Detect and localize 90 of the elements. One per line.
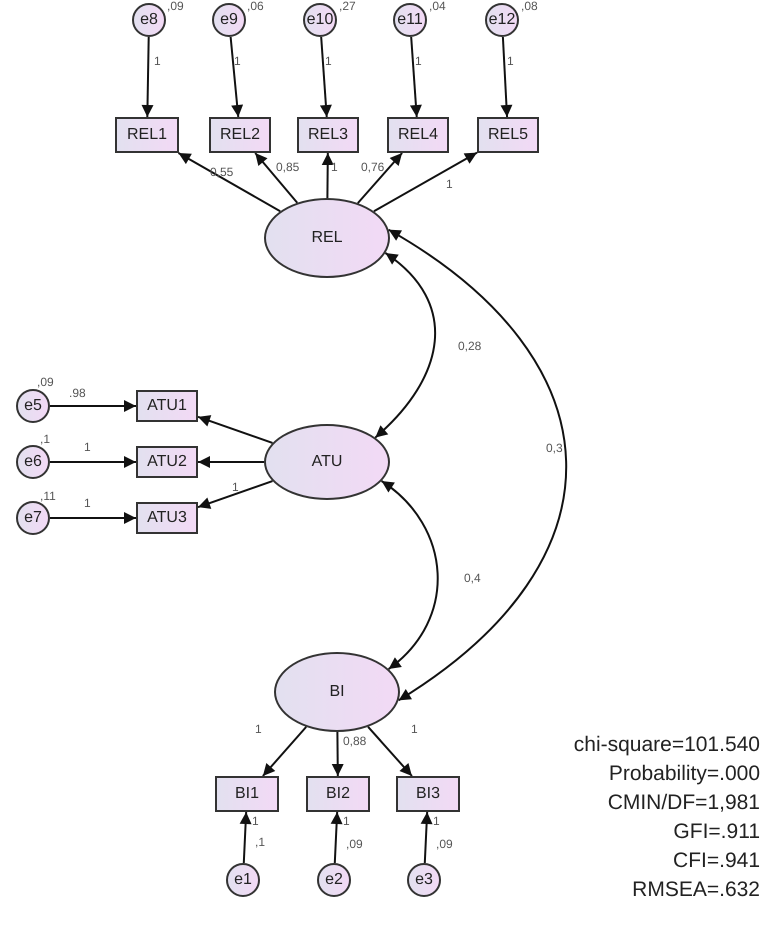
fit-statistic: RMSEA=.632 [632,878,760,902]
indicator-box: REL2 [209,117,271,153]
path-arrow [198,415,273,444]
edge-label: 1 [325,55,332,68]
edge-label: 0,88 [343,735,366,748]
path-arrow [332,732,344,776]
error-circle: e3 [407,863,441,897]
fit-statistic: CMIN/DF=1,981 [608,791,760,815]
path-arrow [178,152,281,212]
edge-label: 1 [411,723,418,736]
fit-statistic: chi-square=101.540 [574,733,760,757]
path-arrow [367,726,413,777]
edge-label: 1 [331,161,338,174]
edge-label: 0,85 [276,161,300,174]
fit-statistic: CFI=.941 [673,849,760,873]
path-arrow [320,36,332,118]
path-arrow [230,36,244,118]
variance-label: ,09 [37,376,54,389]
edge-label: .98 [69,387,86,400]
path-arrow [198,480,273,509]
edge-label: 1 [84,497,91,510]
edge-label: 1 [234,55,241,68]
indicator-box: ATU2 [136,446,198,478]
path-arrow [420,812,433,864]
path-arrow [50,400,136,412]
edge-label: 1 [84,441,91,454]
variance-label: ,09 [346,838,363,851]
error-circle: e5 [16,389,50,423]
error-circle: e2 [317,863,351,897]
path-arrow [322,152,334,198]
variance-label: ,09 [436,838,453,851]
edge-label: 1 [255,723,262,736]
path-arrow [373,152,478,212]
variance-label: ,11 [40,490,56,503]
path-arrow [142,36,154,118]
error-circle: e6 [16,445,50,479]
path-arrow [357,152,403,204]
indicator-box: BI2 [306,776,370,812]
edge-label: 1 [343,815,350,828]
covariance-arrow [380,480,439,670]
path-arrow [50,456,136,468]
edge-label: 0,3 [546,442,563,455]
variance-label: ,04 [429,0,446,13]
edge-label: 0,76 [361,161,384,174]
variance-label: ,1 [255,836,266,849]
latent-ellipse: BI [274,652,400,732]
covariance-arrow [374,252,436,438]
path-arrow [500,36,512,118]
error-circle: e12 [485,3,519,37]
edge-label: 0,55 [210,166,234,179]
path-arrow [330,812,343,864]
variance-label: ,06 [247,0,264,13]
latent-ellipse: REL [264,198,390,278]
latent-ellipse: ATU [264,424,390,500]
error-circle: e8 [132,3,166,37]
indicator-box: BI1 [215,776,279,812]
variance-label: ,08 [521,0,538,13]
error-circle: e11 [393,3,427,37]
variance-label: ,27 [339,0,356,13]
indicator-box: REL1 [115,117,179,153]
error-circle: e9 [212,3,246,37]
error-circle: e1 [226,863,260,897]
edge-label: 1 [433,815,440,828]
path-arrow [50,512,136,524]
error-circle: e7 [16,501,50,535]
indicator-box: ATU3 [136,502,198,534]
indicator-box: REL4 [387,117,449,153]
edge-label: 0,4 [464,572,481,585]
edge-label: 1 [507,55,514,68]
edge-label: 1 [446,178,453,191]
edge-label: 1 [232,481,239,494]
edge-label: 1 [415,55,422,68]
edge-label: 1 [252,815,259,828]
indicator-box: REL5 [477,117,539,153]
path-arrow [198,456,264,468]
indicator-box: ATU1 [136,390,198,422]
fit-statistic: GFI=.911 [673,820,760,844]
edge-label: 0,28 [458,340,482,353]
path-arrow [262,726,307,777]
path-arrow [410,36,422,118]
variance-label: ,09 [167,0,184,13]
fit-statistic: Probability=.000 [608,762,760,786]
indicator-box: REL3 [297,117,359,153]
path-arrow [240,812,252,864]
covariance-arrow [388,228,567,702]
edge-label: 1 [154,55,161,68]
variance-label: ,1 [40,433,50,446]
path-arrow [254,152,298,204]
indicator-box: BI3 [396,776,460,812]
error-circle: e10 [303,3,337,37]
